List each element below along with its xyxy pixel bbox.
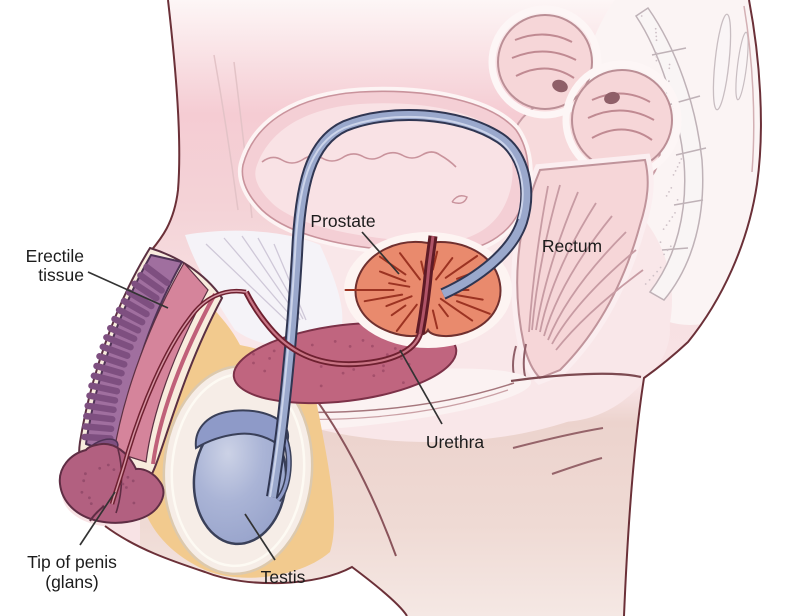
rectum-label: Rectum bbox=[542, 236, 602, 256]
prostate-label: Prostate bbox=[310, 211, 375, 231]
urethra-tube bbox=[243, 235, 438, 368]
testis-label: Testis bbox=[261, 567, 306, 587]
tip-of-penis-leader bbox=[79, 491, 116, 546]
prostate-leader bbox=[361, 231, 400, 275]
pubic-region bbox=[185, 230, 343, 348]
urethra-label: Urethra bbox=[426, 432, 485, 452]
scrotum bbox=[137, 250, 334, 578]
penile-urethra bbox=[89, 288, 247, 522]
tip-of-penis-label-line1: Tip of penis bbox=[27, 552, 117, 572]
rectum bbox=[511, 153, 654, 386]
erectile-tissue-label-line1: Erectile bbox=[26, 246, 84, 266]
urethra-leader bbox=[399, 349, 443, 425]
penis bbox=[58, 246, 247, 524]
prostate-striations bbox=[344, 250, 491, 332]
glans-shape bbox=[58, 442, 165, 524]
labels: Erectile tissue Prostate Rectum Urethra … bbox=[26, 211, 603, 592]
testis-leader bbox=[244, 513, 276, 561]
vas-deferens bbox=[266, 108, 533, 498]
erectile-tissue-ribs bbox=[81, 263, 171, 442]
body-outlines bbox=[104, 0, 762, 616]
erectile-tissue-label-line2: tissue bbox=[38, 265, 84, 285]
tip-of-penis-label-line2: (glans) bbox=[45, 572, 99, 592]
erectile-tissue-leader bbox=[87, 271, 169, 309]
back-inner-line bbox=[743, 5, 755, 173]
